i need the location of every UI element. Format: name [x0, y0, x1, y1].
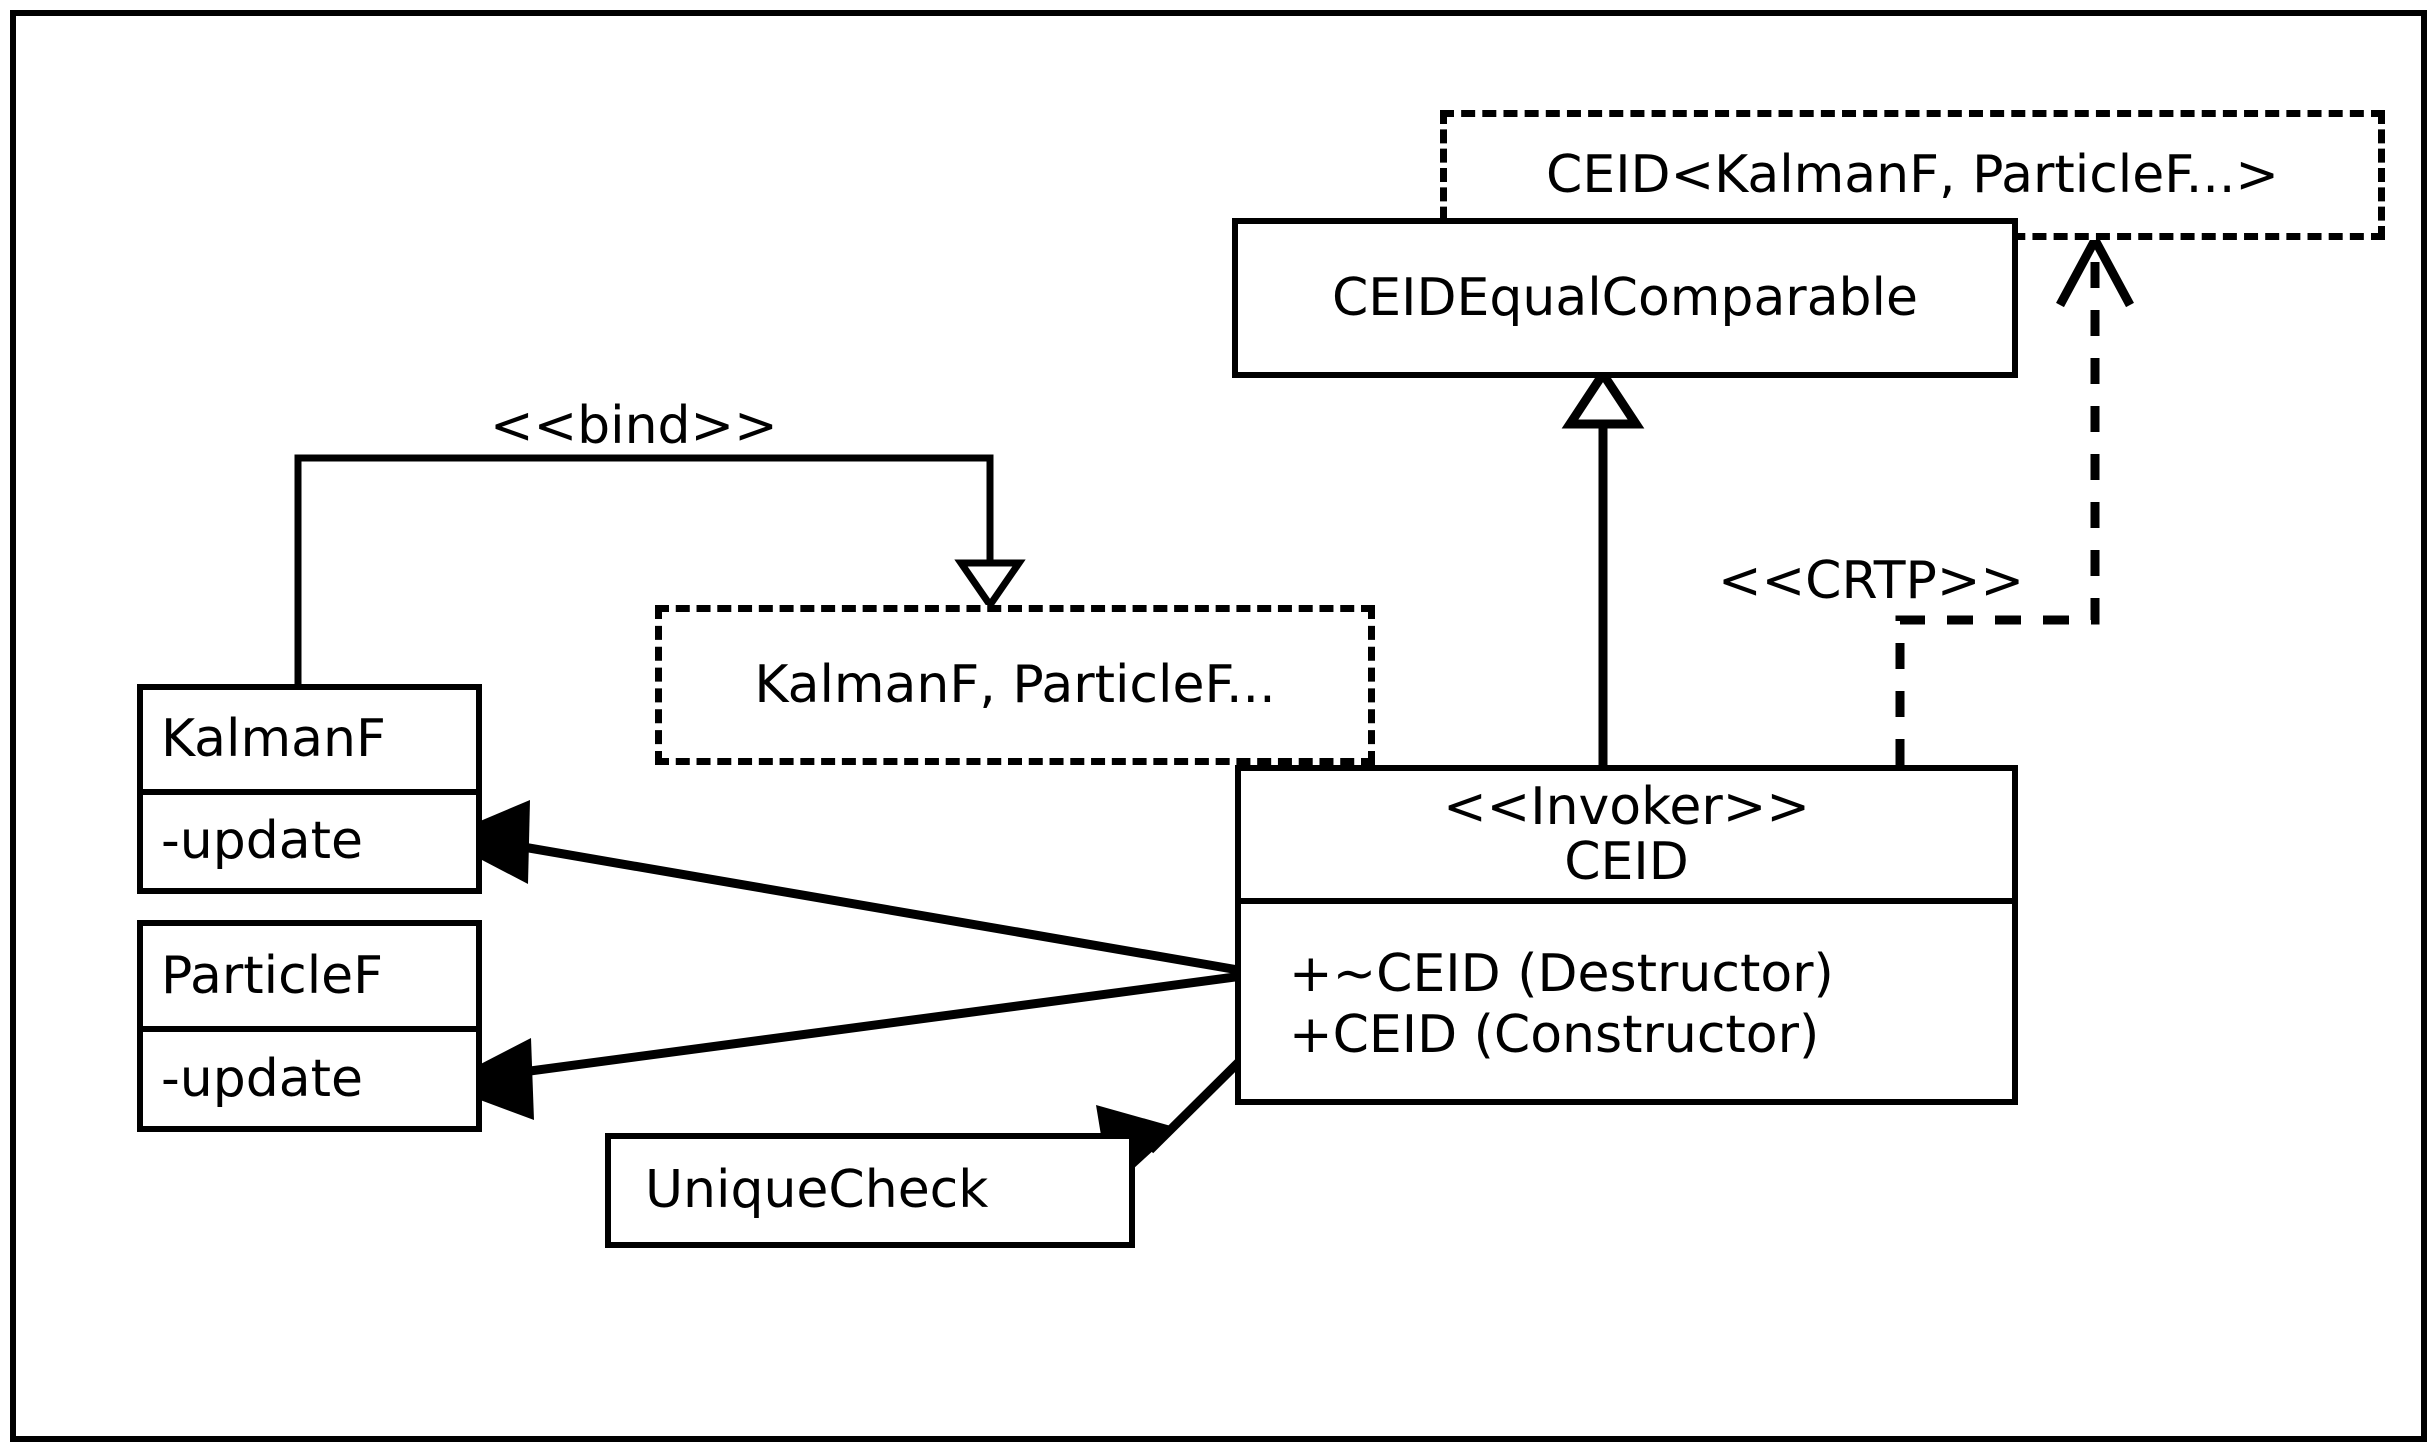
- class-uniquecheck-name: UniqueCheck: [645, 1160, 989, 1221]
- class-bind-parameters[interactable]: KalmanF, ParticleF...: [655, 605, 1375, 765]
- class-kalmanf-members: -update: [143, 789, 476, 888]
- invoker-to-particlef-update: [440, 970, 1251, 1120]
- class-particlef-members: -update: [143, 1026, 476, 1126]
- operation-destructor: +~CEID (Destructor): [1289, 943, 1834, 1004]
- class-particlef-header: ParticleF: [143, 926, 476, 1026]
- class-invoker-ceid[interactable]: <<Invoker>> CEID +~CEID (Destructor) +CE…: [1235, 765, 2018, 1105]
- member-particlef-update: -update: [161, 1048, 363, 1109]
- class-particlef-name: ParticleF: [161, 945, 384, 1006]
- class-kalmanf-header: KalmanF: [143, 690, 476, 789]
- edge-label-bind: <<bind>>: [490, 396, 778, 456]
- class-uniquecheck[interactable]: UniqueCheck: [605, 1133, 1135, 1248]
- generalization-edge: [1561, 365, 1645, 765]
- bind-edge: [294, 454, 1026, 684]
- class-particlef[interactable]: ParticleF -update: [137, 920, 482, 1132]
- member-kalmanf-update: -update: [161, 811, 363, 872]
- class-ceid-template-name: CEID<KalmanF, ParticleF...>: [1546, 144, 2279, 205]
- class-invoker-operations: +~CEID (Destructor) +CEID (Constructor): [1241, 898, 2012, 1105]
- class-invoker-name: CEID: [1564, 831, 1689, 892]
- class-kalmanf[interactable]: KalmanF -update: [137, 684, 482, 894]
- diagram-frame: [10, 10, 2427, 1442]
- operation-constructor: +CEID (Constructor): [1289, 1004, 1820, 1065]
- invoker-to-kalmanf-update: [440, 800, 1251, 977]
- crtp-edge: [1895, 230, 2134, 765]
- class-invoker-header: <<Invoker>> CEID: [1241, 771, 2012, 898]
- class-ceid-equal-comparable[interactable]: CEIDEqualComparable: [1232, 218, 2018, 378]
- class-kalmanf-name: KalmanF: [161, 709, 386, 770]
- class-invoker-stereotype: <<Invoker>>: [1443, 776, 1810, 837]
- class-ceid-equal-comparable-name: CEIDEqualComparable: [1331, 267, 1918, 328]
- edge-label-crtp: <<CRTP>>: [1718, 551, 2025, 611]
- class-bind-parameters-name: KalmanF, ParticleF...: [754, 654, 1276, 715]
